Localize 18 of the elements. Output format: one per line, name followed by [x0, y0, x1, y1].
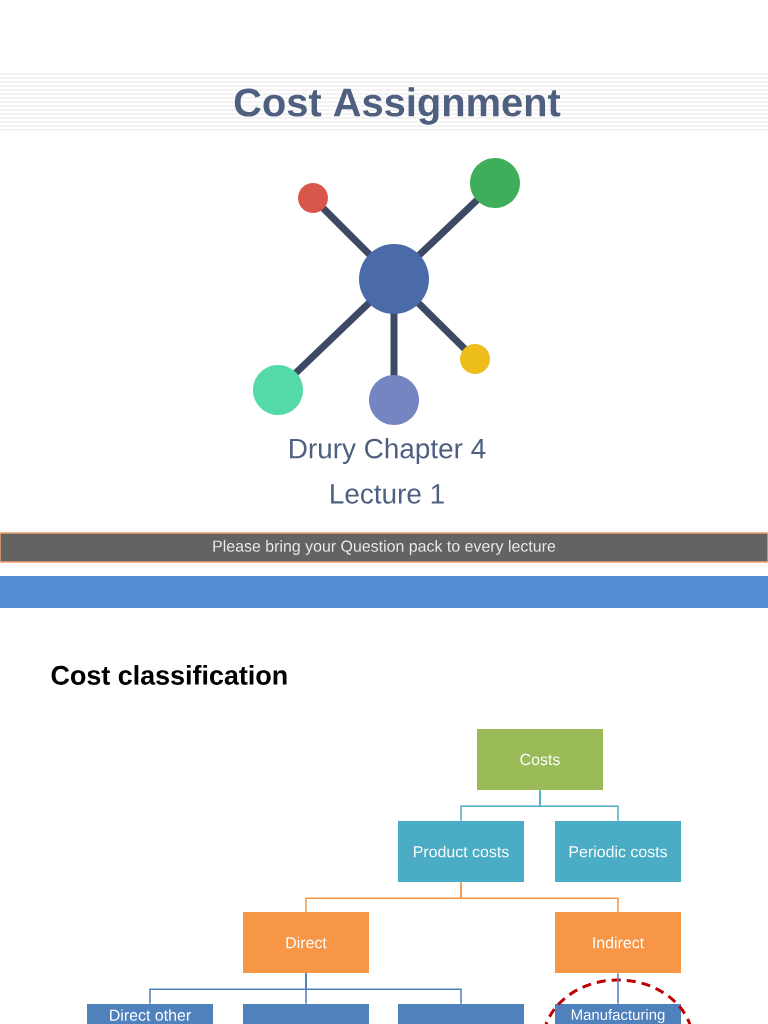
connector-line [539, 789, 619, 822]
category-box [398, 1004, 524, 1024]
category-box [243, 1004, 369, 1024]
section-heading: Cost classification [51, 665, 287, 685]
category-box: Indirect [555, 912, 681, 973]
connector-line [305, 972, 462, 1005]
subtitle: Drury Chapter 4 [290, 438, 486, 464]
category-box: Manufacturing [555, 1004, 681, 1024]
category-box: Product costs [398, 821, 524, 882]
category-box: Periodic costs [555, 821, 681, 882]
connector-line [460, 881, 619, 913]
category-box: Direct other [87, 1004, 213, 1024]
slide-title: Cost Assignment [234, 87, 561, 125]
notice-banner: Please bring your Question pack to every lecture [0, 532, 768, 563]
subtitle: Lecture 1 [331, 484, 444, 504]
category-box: Direct [243, 912, 369, 973]
connector-line [617, 972, 619, 1005]
category-box: Costs [477, 729, 603, 790]
